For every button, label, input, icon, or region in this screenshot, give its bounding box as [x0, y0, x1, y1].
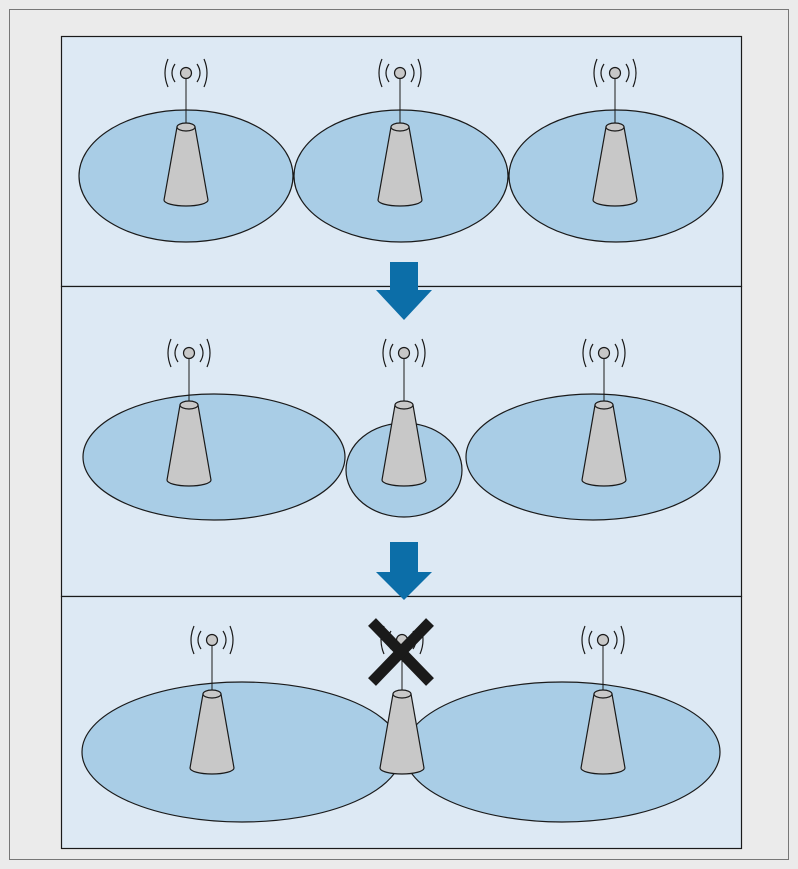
signal-wave-left	[378, 58, 383, 88]
tower-top	[390, 122, 410, 132]
cell-tower-icon	[580, 625, 626, 775]
stage-3-left-coverage	[81, 681, 403, 823]
signal-wave-left	[600, 63, 605, 83]
signal-wave-left	[171, 63, 176, 83]
signal-wave-right	[414, 343, 419, 363]
wireless-signal-icon	[190, 625, 234, 655]
signal-wave-right	[203, 58, 208, 88]
signal-wave-left	[582, 338, 587, 368]
tower-body	[189, 693, 235, 775]
signal-source-dot	[179, 66, 193, 80]
tower-body	[166, 404, 212, 487]
tower-body	[592, 126, 638, 207]
wireless-signal-icon	[164, 58, 208, 88]
signal-wave-right	[417, 58, 422, 88]
tower-body	[377, 126, 423, 207]
cell-tower-icon	[381, 338, 427, 487]
wireless-signal-icon	[167, 338, 211, 368]
signal-wave-right	[229, 625, 234, 655]
tower-top	[392, 689, 412, 699]
tower-top	[605, 122, 625, 132]
stage-3-right-coverage	[403, 681, 721, 823]
cell-tower-icon	[581, 338, 627, 487]
tower-body	[580, 693, 626, 775]
tower-body	[379, 693, 425, 775]
signal-wave-right	[621, 338, 626, 368]
signal-wave-left	[389, 343, 394, 363]
signal-wave-right	[206, 338, 211, 368]
down-arrow-icon	[376, 262, 432, 320]
cell-tower-icon	[189, 625, 235, 775]
tower-top	[179, 400, 199, 410]
signal-source-dot	[393, 66, 407, 80]
wireless-signal-icon	[581, 625, 625, 655]
signal-wave-left	[382, 338, 387, 368]
signal-wave-right	[410, 63, 415, 83]
cell-tower-icon	[592, 58, 638, 207]
tower-top	[176, 122, 196, 132]
signal-wave-right	[620, 625, 625, 655]
signal-source-dot	[608, 66, 622, 80]
tower-top	[594, 400, 614, 410]
down-arrow-icon	[376, 542, 432, 600]
signal-wave-left	[197, 630, 202, 650]
tower-top	[593, 689, 613, 699]
tower-top	[202, 689, 222, 699]
signal-wave-left	[174, 343, 179, 363]
signal-wave-right	[625, 63, 630, 83]
tower-body	[163, 126, 209, 207]
signal-wave-right	[199, 343, 204, 363]
signal-wave-left	[581, 625, 586, 655]
outer-border	[9, 9, 789, 860]
signal-wave-right	[613, 630, 618, 650]
signal-wave-left	[164, 58, 169, 88]
signal-source-dot	[182, 346, 196, 360]
signal-wave-right	[196, 63, 201, 83]
signal-wave-left	[385, 63, 390, 83]
signal-source-dot	[597, 346, 611, 360]
stage-2-left-coverage	[82, 393, 346, 521]
wireless-signal-icon	[593, 58, 637, 88]
signal-wave-left	[589, 343, 594, 363]
wireless-signal-icon	[582, 338, 626, 368]
signal-wave-left	[190, 625, 195, 655]
signal-wave-right	[222, 630, 227, 650]
signal-wave-left	[593, 58, 598, 88]
signal-wave-right	[614, 343, 619, 363]
signal-wave-left	[167, 338, 172, 368]
cell-tower-icon	[377, 58, 423, 207]
tower-body	[581, 404, 627, 487]
tower-top	[394, 400, 414, 410]
tower-body	[381, 404, 427, 487]
signal-source-dot	[205, 633, 219, 647]
signal-source-dot	[397, 346, 411, 360]
cell-tower-icon	[379, 625, 425, 775]
wireless-signal-icon	[378, 58, 422, 88]
signal-wave-right	[421, 338, 426, 368]
cell-tower-icon	[166, 338, 212, 487]
x-mark-icon	[368, 618, 434, 686]
wireless-signal-icon	[382, 338, 426, 368]
signal-wave-left	[588, 630, 593, 650]
cell-tower-icon	[163, 58, 209, 207]
signal-wave-right	[632, 58, 637, 88]
signal-source-dot	[596, 633, 610, 647]
